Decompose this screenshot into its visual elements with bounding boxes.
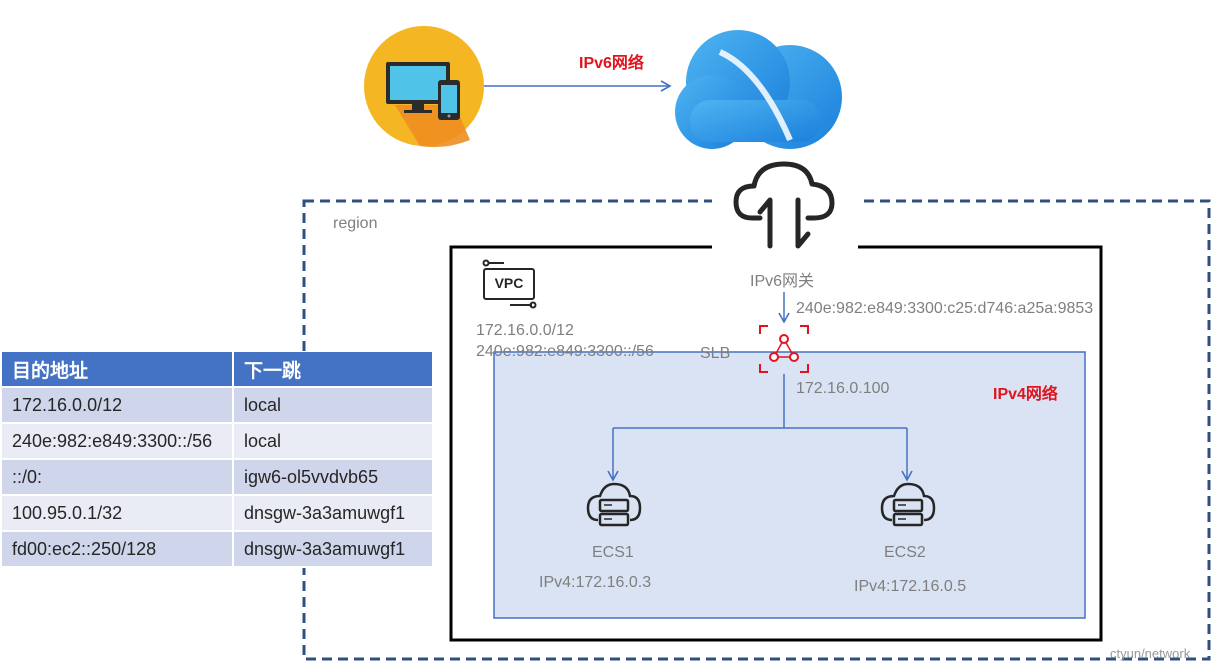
- ecs2-name: ECS2: [884, 544, 926, 561]
- destination-cell: 172.16.0.0/12: [2, 388, 234, 424]
- ipv6-gateway-label: IPv6网关: [750, 273, 815, 290]
- next-hop-cell: igw6-ol5vvdvb65: [234, 460, 434, 496]
- destination-cell: ::/0:: [2, 460, 234, 496]
- internet-cloud-icon: [675, 30, 842, 149]
- header-next-hop: 下一跳: [234, 352, 434, 388]
- ipv6-network-label: IPv6网络: [579, 55, 644, 72]
- slb-ipv6-address: 240e:982:e849:3300:c25:d746:a25a:9853: [796, 300, 1094, 317]
- destination-cell: 100.95.0.1/32: [2, 496, 234, 532]
- vpc-badge-label: VPC: [494, 275, 524, 291]
- ecs1-name: ECS1: [592, 544, 634, 561]
- next-hop-cell: dnsgw-3a3amuwgf1: [234, 532, 434, 568]
- ecs1-ip: IPv4:172.16.0.3: [539, 574, 652, 591]
- destination-cell: 240e:982:e849:3300::/56: [2, 424, 234, 460]
- destination-cell: fd00:ec2::250/128: [2, 532, 234, 568]
- table-row: 240e:982:e849:3300::/56 local: [2, 424, 434, 460]
- header-destination: 目的地址: [2, 352, 234, 388]
- ipv4-subnet-area: [493, 351, 1086, 619]
- gateway-backdrop: [712, 160, 858, 256]
- table-row: 100.95.0.1/32 dnsgw-3a3amuwgf1: [2, 496, 434, 532]
- vpc-icon: [482, 259, 537, 309]
- ipv4-network-label: IPv4网络: [993, 386, 1058, 403]
- table-row: fd00:ec2::250/128 dnsgw-3a3amuwgf1: [2, 532, 434, 568]
- watermark: ctyun/network: [1110, 646, 1191, 661]
- ecs1-icon: [586, 482, 642, 527]
- slb-label: SLB: [700, 345, 731, 362]
- region-label: region: [333, 215, 378, 232]
- ecs2-ip: IPv4:172.16.0.5: [854, 578, 967, 595]
- ecs2-icon: [880, 482, 936, 527]
- next-hop-cell: local: [234, 424, 434, 460]
- slb-icon: [759, 325, 809, 373]
- next-hop-cell: dnsgw-3a3amuwgf1: [234, 496, 434, 532]
- route-table-header: 目的地址 下一跳: [2, 352, 434, 388]
- ipv6-gateway-icon: [733, 161, 835, 249]
- user-device-icon: [364, 26, 484, 148]
- table-row: 172.16.0.0/12 local: [2, 388, 434, 424]
- route-table: 目的地址 下一跳 172.16.0.0/12 local 240e:982:e8…: [2, 352, 434, 568]
- table-row: ::/0: igw6-ol5vvdvb65: [2, 460, 434, 496]
- slb-ipv4-address: 172.16.0.100: [796, 380, 890, 397]
- next-hop-cell: local: [234, 388, 434, 424]
- vpc-ipv6-cidr: 240e:982:e849:3300::/56: [476, 343, 654, 360]
- slb-to-ecs-connectors: [607, 374, 913, 482]
- vpc-ipv4-cidr: 172.16.0.0/12: [476, 322, 574, 339]
